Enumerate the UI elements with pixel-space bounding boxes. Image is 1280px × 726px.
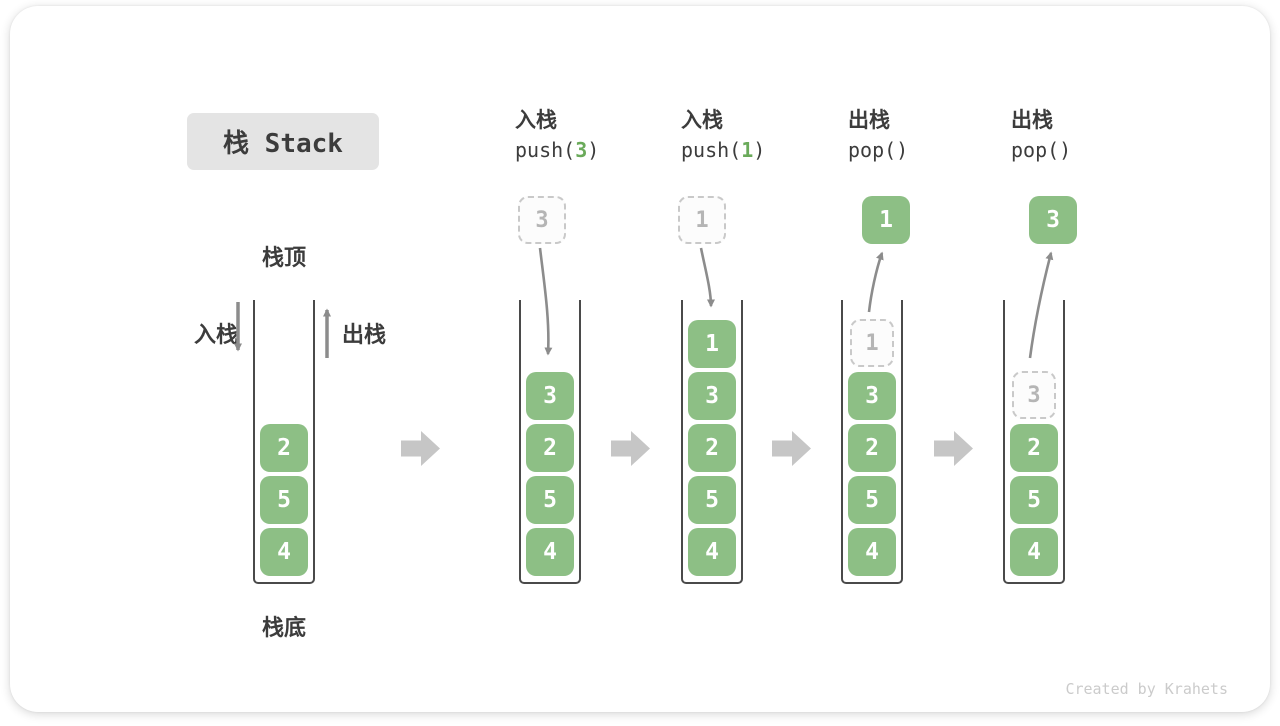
push-flow-arrow-icon	[699, 247, 715, 308]
incoming-element-box: 3	[518, 196, 566, 244]
next-step-arrow-icon	[401, 431, 440, 466]
stack-cell: 4	[688, 528, 736, 576]
op-label-pop-1: 出栈 pop()	[848, 104, 908, 162]
op-code: push(1)	[681, 138, 765, 162]
stack-cell: 5	[260, 476, 308, 524]
op-kind-label: 出栈	[848, 109, 890, 132]
op-kind-label: 出栈	[1011, 109, 1053, 132]
incoming-element-box: 1	[678, 196, 726, 244]
stack-cell: 3	[526, 372, 574, 420]
op-code: pop()	[848, 138, 908, 162]
popped-element-box: 3	[1029, 196, 1077, 244]
stack-cell: 2	[848, 424, 896, 472]
op-kind-label: 入栈	[681, 109, 723, 132]
code-fn: pop()	[1011, 138, 1072, 162]
stack-cell: 4	[526, 528, 574, 576]
stack-cell: 5	[1010, 476, 1058, 524]
push-side-label: 入栈	[194, 322, 239, 347]
stack-cell: 5	[848, 476, 896, 524]
stack-cell: 2	[526, 424, 574, 472]
next-step-arrow-icon	[772, 431, 811, 466]
stack-cell: 2	[1010, 424, 1058, 472]
stack-cell: 2	[260, 424, 308, 472]
stack-cell: 5	[688, 476, 736, 524]
op-label-push-1: 入栈 push(1)	[681, 104, 765, 162]
pop-side-label: 出栈	[342, 322, 387, 347]
code-fn: push(	[515, 138, 576, 162]
op-label-push-3: 入栈 push(3)	[515, 104, 599, 162]
figure-card: 栈 Stack 入栈 push(3) 入栈 push(1) 出栈 pop() 出…	[10, 6, 1270, 712]
code-close: )	[587, 138, 600, 162]
stack-cell: 3	[688, 372, 736, 420]
code-arg: 1	[741, 138, 754, 162]
op-code: pop()	[1011, 138, 1071, 162]
removed-slot-ghost: 3	[1012, 371, 1056, 419]
next-step-arrow-icon	[611, 431, 650, 466]
op-code: push(3)	[515, 138, 599, 162]
stack-cell: 4	[848, 528, 896, 576]
watermark: Created by Krahets	[1065, 680, 1228, 698]
stack-cell: 4	[260, 528, 308, 576]
stack-top-label: 栈顶	[261, 245, 306, 270]
op-label-pop-2: 出栈 pop()	[1011, 104, 1071, 162]
stack-cell: 2	[688, 424, 736, 472]
code-fn: pop()	[848, 138, 909, 162]
stack-cell: 3	[848, 372, 896, 420]
popped-element-box: 1	[862, 196, 910, 244]
op-kind-label: 入栈	[515, 109, 557, 132]
page-title: 栈 Stack	[223, 129, 343, 159]
stack-cell: 4	[1010, 528, 1058, 576]
stack-cell: 1	[688, 320, 736, 368]
code-close: )	[753, 138, 766, 162]
code-arg: 3	[575, 138, 588, 162]
next-step-arrow-icon	[934, 431, 973, 466]
stack-bottom-label: 栈底	[261, 615, 306, 640]
title-box: 栈 Stack	[187, 113, 379, 170]
stack-cell: 5	[526, 476, 574, 524]
code-fn: push(	[681, 138, 742, 162]
removed-slot-ghost: 1	[850, 319, 894, 367]
